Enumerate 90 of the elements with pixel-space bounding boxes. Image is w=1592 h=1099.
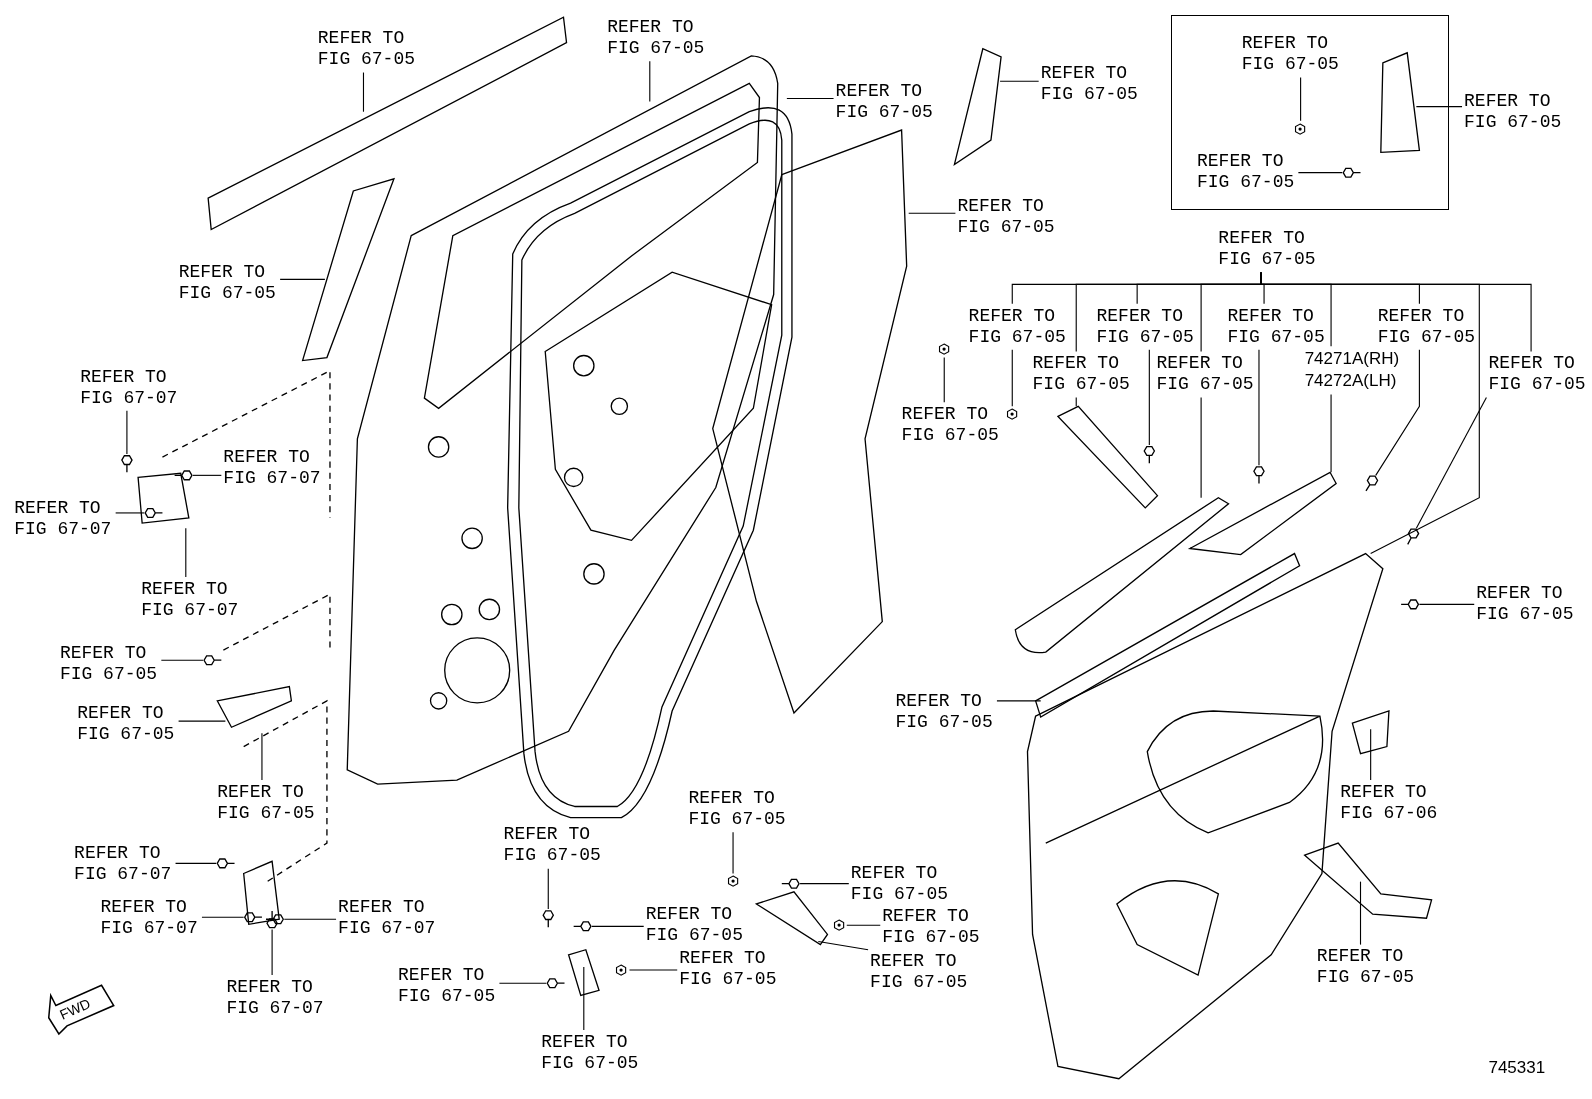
- callout-text: REFER TO FIG 67-07: [338, 896, 437, 939]
- leader-line: [786, 97, 835, 100]
- leader-line: [185, 527, 187, 578]
- callout-text: REFER TO FIG 67-05: [850, 863, 950, 905]
- leader-line: [1011, 349, 1013, 407]
- callout-text: REFER TO FIG 67-06: [1340, 781, 1439, 824]
- leader-line: [908, 212, 956, 214]
- leader-line: [1415, 397, 1487, 529]
- leader-line: [649, 60, 651, 103]
- callout-text: REFER TO FIG 67-05: [1488, 353, 1587, 396]
- callout-text: REFER TO FIG 67-05: [1218, 228, 1317, 271]
- leader-line: [1297, 172, 1343, 174]
- callout-text: REFER TO FIG 67-07: [141, 578, 240, 621]
- callout-text: REFER TO FIG 67-05: [607, 17, 706, 60]
- callout-text: REFER TO FIG 67-05: [541, 1031, 640, 1074]
- direction-label: FWD: [56, 994, 94, 1025]
- leader-line: [1260, 272, 1480, 555]
- leader-line: [1075, 397, 1077, 407]
- leader-line: [583, 966, 585, 1031]
- leader-line: [547, 868, 549, 910]
- leader-line: [1148, 349, 1150, 446]
- leader-line: [498, 982, 547, 984]
- callout-text: REFER TO FIG 67-05: [1476, 582, 1575, 625]
- callout-text: REFER TO FIG 67-07: [74, 842, 173, 885]
- callout-text: REFER TO FIG 67-07: [100, 896, 199, 939]
- leader-line: [1375, 349, 1420, 476]
- callout-text: REFER TO FIG 67-05: [1227, 305, 1326, 348]
- leader-line: [996, 700, 1042, 702]
- leader-line: [1415, 106, 1463, 108]
- leader-line: [271, 928, 273, 976]
- leader-line: [943, 356, 945, 403]
- leader-line: [999, 80, 1040, 82]
- callout-text: REFER TO FIG 67-07: [80, 366, 179, 409]
- callout-text: REFER TO FIG 67-05: [178, 261, 277, 304]
- callout-text: REFER TO FIG 67-05: [217, 781, 316, 824]
- leader-line: [846, 924, 881, 926]
- callout-text: REFER TO FIG 67-05: [1032, 353, 1131, 396]
- callout-text: REFER TO FIG 67-07: [14, 497, 113, 540]
- callout-text: REFER TO FIG 67-05: [1316, 946, 1416, 989]
- leader-line: [732, 831, 734, 875]
- leader-line: [175, 862, 217, 864]
- leader-line: [1370, 728, 1372, 781]
- callout-text: REFER TO FIG 67-05: [901, 404, 1000, 447]
- callout-text: REFER TO FIG 67-05: [398, 964, 497, 1007]
- leader-line: [283, 918, 337, 920]
- callout-text: REFER TO FIG 67-05: [688, 787, 787, 830]
- callout-text: REFER TO FIG 67-05: [1197, 151, 1296, 194]
- part-number: 74272A(LH): [1304, 370, 1398, 393]
- callout-text: REFER TO FIG 67-05: [679, 948, 778, 991]
- leader-line: [799, 883, 850, 885]
- callout-text: REFER TO FIG 67-05: [317, 28, 416, 71]
- callout-text: REFER TO FIG 67-05: [882, 905, 981, 948]
- leader-line: [261, 732, 263, 781]
- leader-line: [192, 474, 222, 476]
- callout-text: REFER TO FIG 67-05: [645, 903, 744, 946]
- callout-text: REFER TO FIG 67-05: [1241, 33, 1340, 76]
- leader-line: [1330, 393, 1332, 473]
- leader-line: [591, 925, 645, 927]
- part-number: 74271A(RH): [1304, 348, 1400, 371]
- leader-line: [628, 969, 678, 971]
- leader-line: [362, 71, 365, 113]
- callout-text: REFER TO FIG 67-05: [835, 81, 934, 124]
- callout-text: REFER TO FIG 67-05: [1156, 353, 1255, 396]
- callout-text: REFER TO FIG 67-05: [1040, 62, 1139, 105]
- callout-text: REFER TO FIG 67-05: [1464, 91, 1563, 134]
- figure-number: 745331: [1488, 1057, 1546, 1078]
- inset-frame: [1170, 15, 1449, 211]
- callout-text: REFER TO FIG 67-05: [503, 824, 602, 867]
- leader-line: [160, 659, 204, 661]
- callout-text: REFER TO FIG 67-07: [226, 976, 325, 1019]
- leader-line: [1359, 881, 1362, 946]
- callout-text: REFER TO FIG 67-05: [957, 195, 1056, 238]
- callout-text: REFER TO FIG 67-05: [1096, 305, 1195, 348]
- callout-text: REFER TO FIG 67-05: [968, 305, 1067, 348]
- leader-line: [1300, 76, 1302, 122]
- leader-line: [115, 512, 145, 514]
- leader-line: [1258, 349, 1260, 466]
- leader-line: [1200, 397, 1202, 499]
- callout-text: REFER TO FIG 67-05: [59, 642, 159, 685]
- callout-text: REFER TO FIG 67-05: [77, 702, 176, 745]
- leader-line: [1418, 603, 1475, 605]
- leader-line: [279, 278, 326, 280]
- leader-line: [817, 941, 869, 951]
- leader-line: [126, 410, 128, 455]
- callout-text: REFER TO FIG 67-05: [1377, 305, 1476, 348]
- callout-text: REFER TO FIG 67-07: [223, 446, 322, 489]
- callout-text: REFER TO FIG 67-05: [870, 951, 969, 994]
- leader-line: [178, 720, 226, 722]
- callout-text: REFER TO FIG 67-05: [895, 691, 994, 734]
- leader-line: [201, 916, 245, 918]
